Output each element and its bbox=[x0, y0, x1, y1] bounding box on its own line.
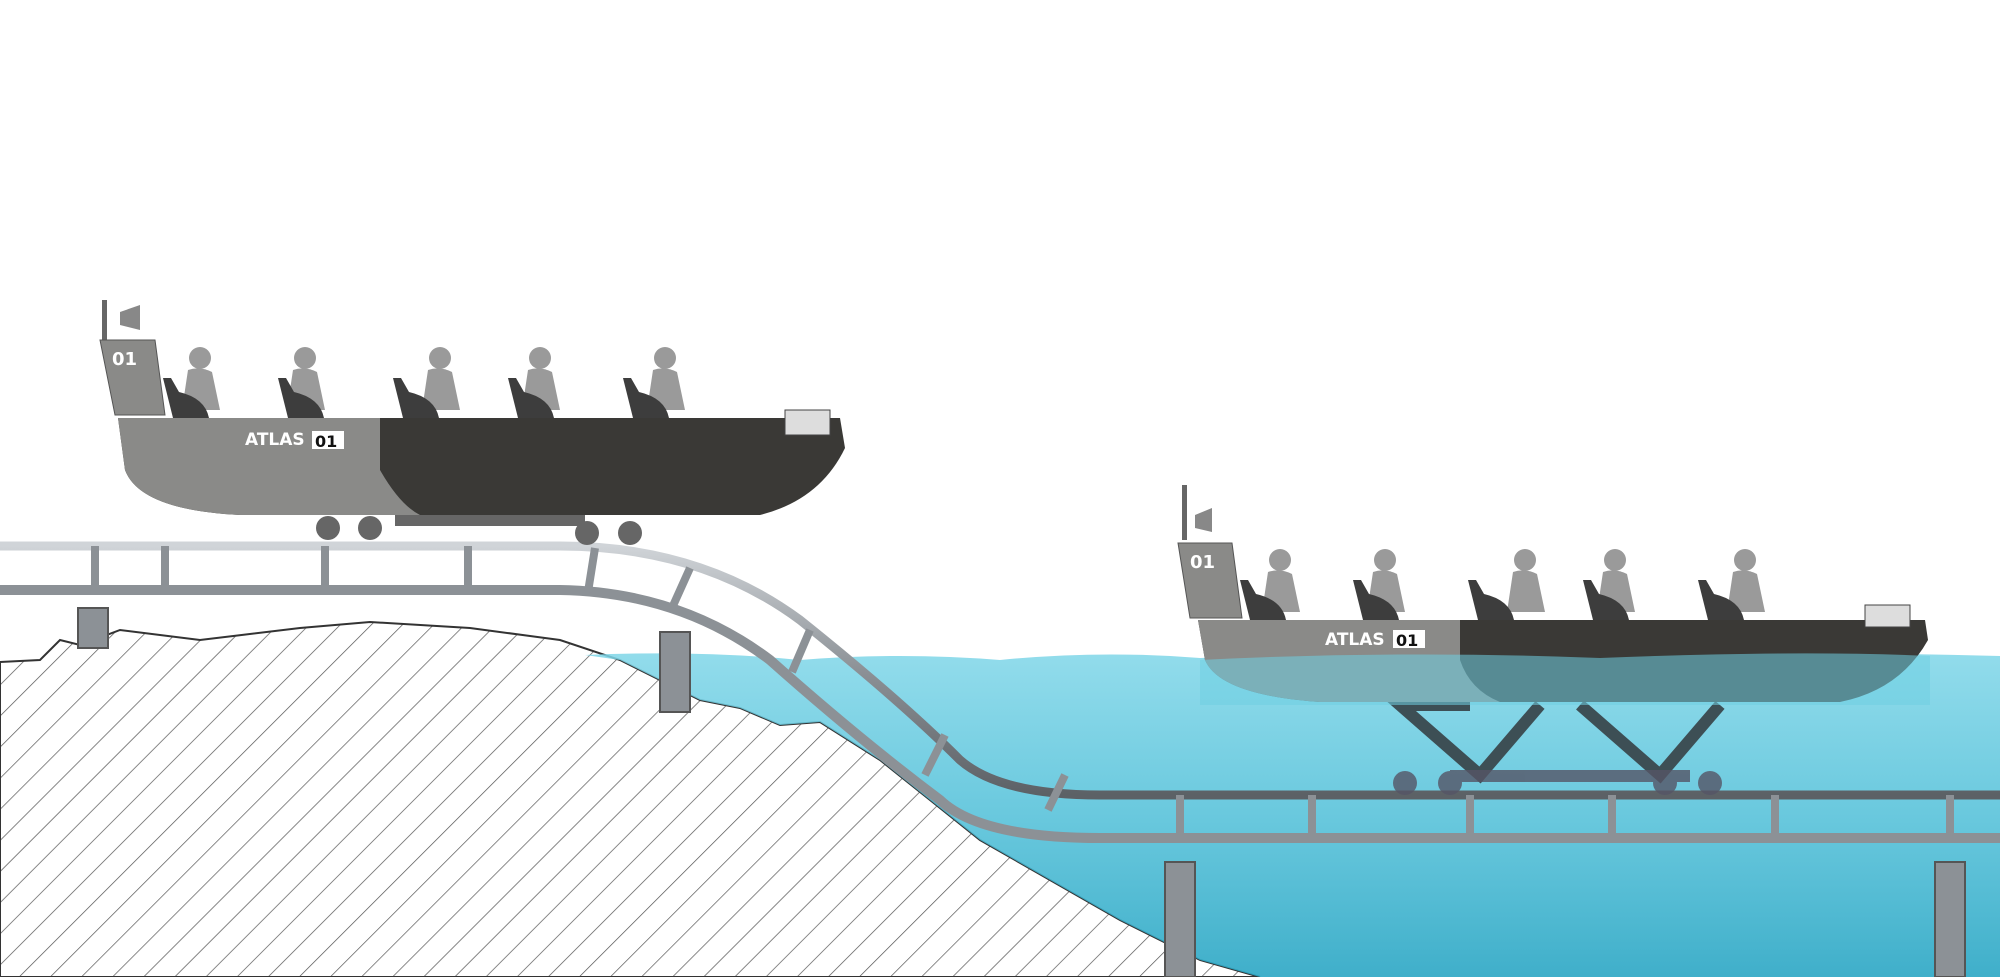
bow-number: 01 bbox=[112, 349, 137, 370]
boat-on-track: 01 ATLAS 01 bbox=[99, 300, 845, 545]
bow-number: 01 bbox=[1190, 552, 1215, 573]
hull-number: 01 bbox=[315, 432, 337, 451]
boat-in-water: 01 ATLAS 01 bbox=[1177, 485, 1930, 795]
hull-brand: ATLAS bbox=[245, 430, 305, 450]
track bbox=[0, 541, 2000, 977]
hull-brand: ATLAS bbox=[1325, 630, 1385, 650]
hull-number: 01 bbox=[1396, 631, 1418, 650]
